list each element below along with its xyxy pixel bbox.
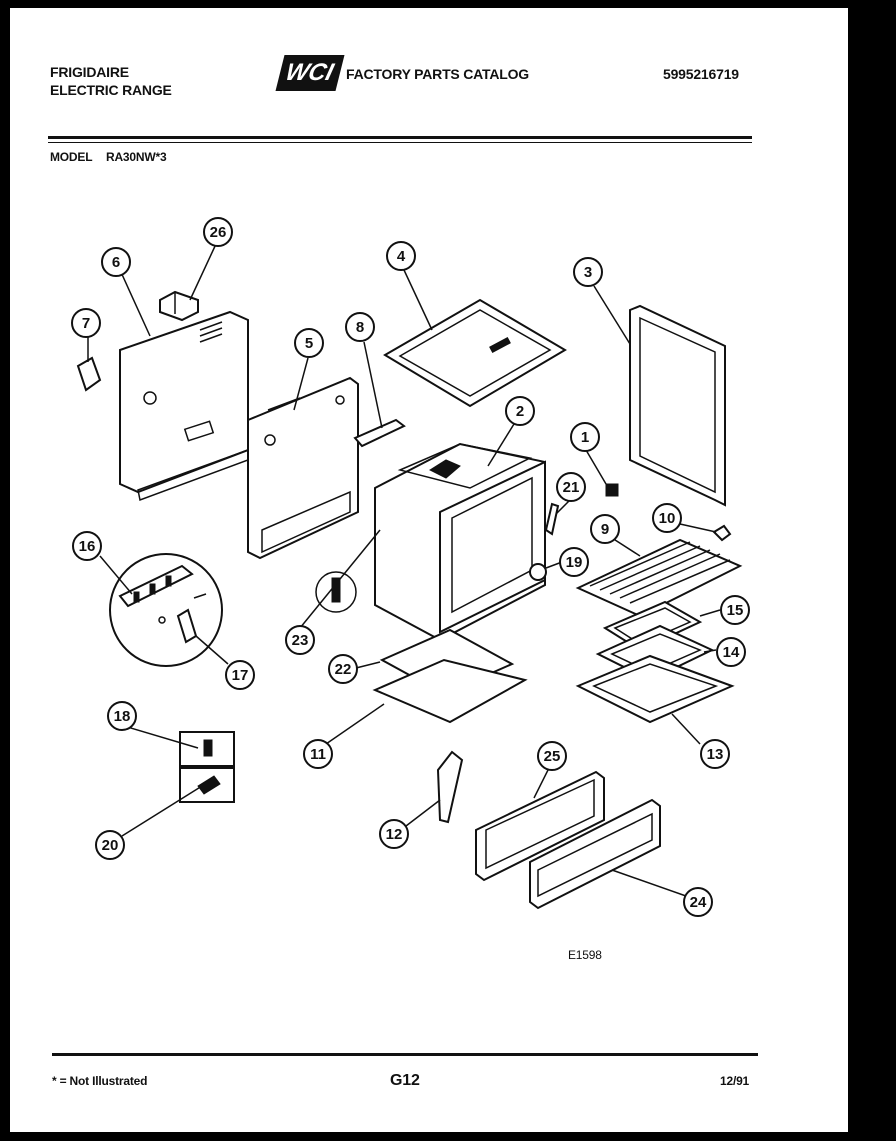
svg-text:20: 20 — [102, 837, 119, 854]
page-number: G12 — [390, 1072, 420, 1089]
part-2-oven-body — [374, 442, 546, 642]
svg-text:1: 1 — [581, 429, 589, 446]
part-8-bracket — [353, 418, 406, 448]
brand-line-2: ELECTRIC RANGE — [50, 82, 172, 98]
svg-text:16: 16 — [79, 538, 96, 555]
svg-text:7: 7 — [82, 315, 90, 332]
part-23-detail — [315, 571, 357, 613]
part-19-knob — [529, 563, 547, 581]
svg-text:4: 4 — [397, 248, 406, 265]
svg-text:18: 18 — [114, 708, 131, 725]
part-13-drip-tray — [575, 654, 735, 724]
svg-text:24: 24 — [690, 894, 707, 911]
callout-16: 16 — [72, 531, 102, 561]
part-9-rack — [575, 538, 743, 618]
svg-text:21: 21 — [563, 479, 580, 496]
part-26-bracket — [159, 290, 199, 322]
svg-text:9: 9 — [601, 521, 609, 538]
svg-text:2: 2 — [516, 403, 524, 420]
callout-5: 5 — [294, 328, 324, 358]
svg-text:14: 14 — [723, 644, 740, 661]
header-rule-thick — [48, 136, 752, 139]
part-18-20-detail — [179, 731, 235, 803]
callout-6: 6 — [101, 247, 131, 277]
svg-text:11: 11 — [310, 746, 326, 763]
svg-text:12: 12 — [386, 826, 403, 843]
part-24-drawer-front — [529, 798, 661, 910]
svg-text:23: 23 — [292, 632, 309, 649]
svg-text:6: 6 — [112, 254, 120, 271]
footer-rule — [52, 1053, 758, 1056]
part-21-pin — [544, 502, 560, 536]
svg-text:22: 22 — [335, 661, 352, 678]
callout-20: 20 — [95, 830, 125, 860]
part-4-top-panel — [383, 298, 567, 408]
callout-12: 12 — [379, 819, 409, 849]
callout-13: 13 — [700, 739, 730, 769]
callout-7: 7 — [71, 308, 101, 338]
part-6-back-panel — [119, 310, 249, 502]
callout-23: 23 — [285, 625, 315, 655]
diagram-code: E1598 — [568, 948, 602, 962]
part-5-side-panel — [247, 376, 359, 560]
callout-26: 26 — [203, 217, 233, 247]
callouts: 1 2 3 4 5 6 7 8 9 10 11 12 13 14 15 16 1… — [71, 217, 750, 917]
svg-text:19: 19 — [566, 554, 583, 571]
callout-25: 25 — [537, 741, 567, 771]
callout-24: 24 — [683, 887, 713, 917]
svg-text:8: 8 — [356, 319, 364, 336]
part-16-17-detail — [109, 553, 223, 667]
svg-text:15: 15 — [727, 602, 744, 619]
callout-21: 21 — [556, 472, 586, 502]
catalog-number: 5995216719 — [663, 66, 739, 82]
callout-1: 1 — [570, 422, 600, 452]
callout-3: 3 — [573, 257, 603, 287]
callout-22: 22 — [328, 654, 358, 684]
callout-2: 2 — [505, 396, 535, 426]
svg-text:3: 3 — [584, 264, 592, 281]
brand-line-1: FRIGIDAIRE — [50, 64, 129, 80]
svg-text:13: 13 — [707, 746, 724, 763]
part-3-door-frame — [629, 304, 726, 507]
callout-17: 17 — [225, 660, 255, 690]
model-label: MODEL — [50, 150, 93, 164]
callout-19: 19 — [559, 547, 589, 577]
callout-11: 11 — [303, 739, 333, 769]
part-7-cover — [76, 356, 102, 392]
callout-18: 18 — [107, 701, 137, 731]
part-10-stop — [712, 524, 732, 542]
header-rule-thin — [48, 142, 752, 143]
model-number: RA30NW*3 — [106, 150, 167, 164]
catalog-title: FACTORY PARTS CATALOG — [346, 66, 529, 82]
svg-text:17: 17 — [232, 667, 249, 684]
part-1-clip — [605, 483, 619, 497]
part-25-door-panel — [475, 770, 605, 882]
callout-8: 8 — [345, 312, 375, 342]
callout-9: 9 — [590, 514, 620, 544]
footer-date: 12/91 — [720, 1074, 750, 1088]
callout-4: 4 — [386, 241, 416, 271]
leader-lines — [87, 243, 721, 897]
callout-14: 14 — [716, 637, 746, 667]
part-11-base — [372, 658, 528, 724]
callout-10: 10 — [652, 503, 682, 533]
svg-text:26: 26 — [210, 224, 227, 241]
part-12-hinge — [436, 750, 464, 824]
svg-text:5: 5 — [305, 335, 313, 352]
svg-text:25: 25 — [544, 748, 561, 765]
callout-15: 15 — [720, 595, 750, 625]
svg-text:10: 10 — [659, 510, 676, 527]
footer-note: * = Not Illustrated — [52, 1074, 148, 1088]
